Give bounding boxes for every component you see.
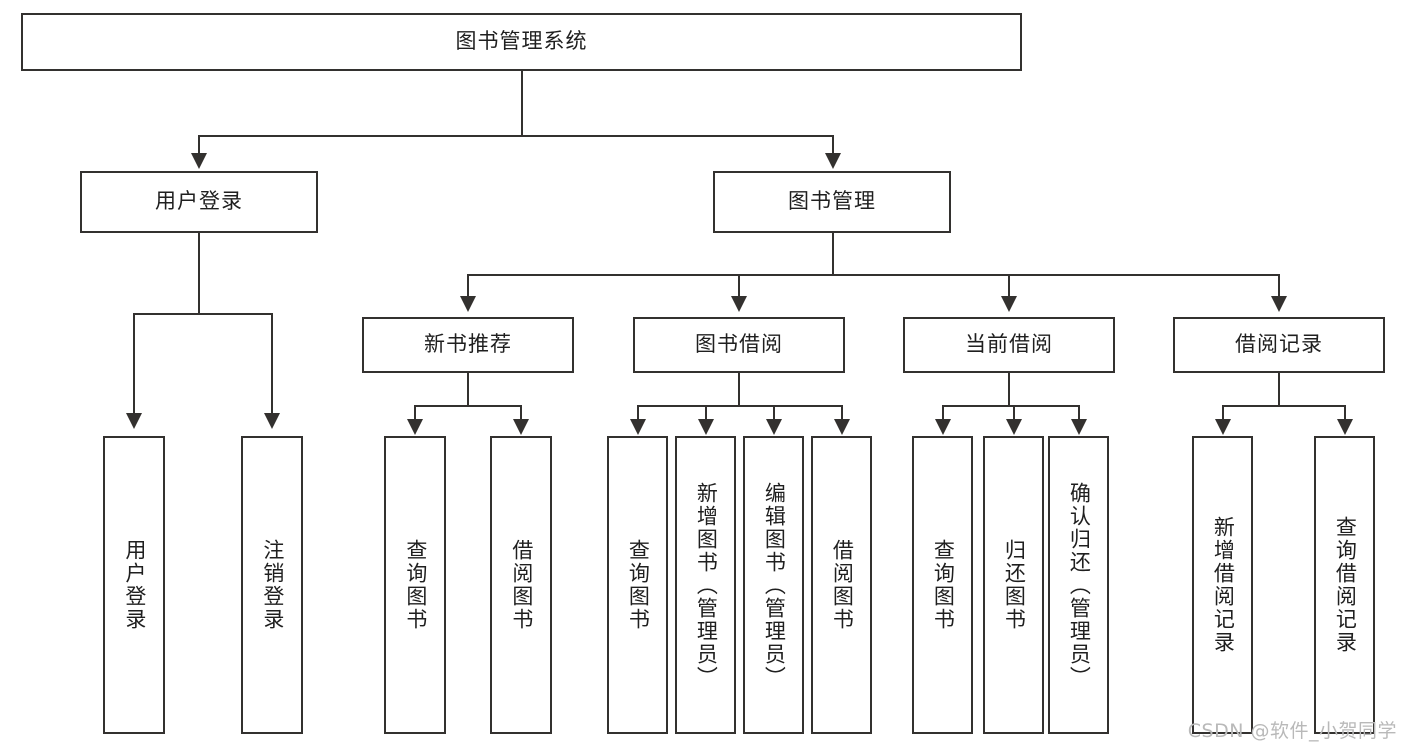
node-label: 图书借阅 (695, 332, 783, 357)
node-label: 用户登录 (122, 539, 147, 631)
node-label: 借阅图书 (830, 539, 855, 631)
connector-bm-to-book-borrow (738, 274, 740, 302)
node-label: 用户登录 (155, 189, 243, 214)
node-label: 图书管理 (788, 189, 876, 214)
node-label: 图书管理系统 (455, 29, 588, 54)
connector-current-borrow-bus (942, 405, 1078, 407)
node-label: 查询图书 (931, 539, 956, 631)
connector-root-bus (198, 135, 834, 137)
connector-book-borrow-child-4 (841, 405, 843, 425)
leaf-book-borrow-edit-book[interactable]: 编辑图书（管理员） (743, 436, 804, 734)
connector-bm-to-new-book (467, 274, 469, 302)
node-label: 查询图书 (403, 539, 428, 631)
arrow-to-book-management-icon (825, 153, 841, 169)
node-new-book-recommend[interactable]: 新书推荐 (362, 317, 574, 373)
leaf-current-borrow-confirm-return[interactable]: 确认归还（管理员） (1048, 436, 1109, 734)
connector-new-book-child-1 (414, 405, 416, 425)
arrow-to-borrow-record-icon (1271, 296, 1287, 312)
arrow-user-login-child-2-icon (264, 413, 280, 429)
connector-borrow-record-stem (1278, 373, 1280, 405)
node-label: 新增借阅记录 (1211, 516, 1236, 654)
node-label: 借阅记录 (1235, 332, 1323, 357)
node-label: 新书推荐 (424, 332, 512, 357)
node-book-borrow[interactable]: 图书借阅 (633, 317, 845, 373)
arrow-book-borrow-child-2-icon (698, 419, 714, 435)
leaf-borrow-record-add-record[interactable]: 新增借阅记录 (1192, 436, 1253, 734)
arrow-to-new-book-icon (460, 296, 476, 312)
node-label: 确认归还（管理员） (1067, 481, 1092, 689)
leaf-current-borrow-query-book[interactable]: 查询图书 (912, 436, 973, 734)
leaf-book-borrow-add-book[interactable]: 新增图书（管理员） (675, 436, 736, 734)
leaf-current-borrow-return-book[interactable]: 归还图书 (983, 436, 1044, 734)
arrow-to-current-borrow-icon (1001, 296, 1017, 312)
connector-user-login-child-1 (133, 313, 135, 419)
connector-root-stem (521, 71, 523, 135)
node-label: 借阅图书 (509, 539, 534, 631)
arrow-current-borrow-child-3-icon (1071, 419, 1087, 435)
arrow-book-borrow-child-1-icon (630, 419, 646, 435)
csdn-watermark: CSDN @软件_小贺同学 (1187, 720, 1397, 742)
arrow-to-book-borrow-icon (731, 296, 747, 312)
arrow-borrow-record-child-1-icon (1215, 419, 1231, 435)
node-root-book-management-system[interactable]: 图书管理系统 (21, 13, 1022, 71)
connector-book-management-stem (832, 233, 834, 274)
node-user-login[interactable]: 用户登录 (80, 171, 318, 233)
connector-borrow-record-bus (1222, 405, 1344, 407)
connector-current-borrow-child-2 (1013, 405, 1015, 425)
arrow-borrow-record-child-2-icon (1337, 419, 1353, 435)
node-label: 编辑图书（管理员） (762, 481, 787, 689)
arrow-book-borrow-child-3-icon (766, 419, 782, 435)
node-label: 新增图书（管理员） (694, 481, 719, 689)
node-current-borrow[interactable]: 当前借阅 (903, 317, 1115, 373)
connector-new-book-bus (414, 405, 522, 407)
arrow-current-borrow-child-2-icon (1006, 419, 1022, 435)
connector-user-login-child-2 (271, 313, 273, 419)
connector-new-book-child-2 (520, 405, 522, 425)
leaf-user-login-login[interactable]: 用户登录 (103, 436, 165, 734)
node-borrow-record[interactable]: 借阅记录 (1173, 317, 1385, 373)
connector-book-borrow-bus (637, 405, 843, 407)
arrow-to-user-login-icon (191, 153, 207, 169)
leaf-book-borrow-borrow-book[interactable]: 借阅图书 (811, 436, 872, 734)
connector-borrow-record-child-2 (1344, 405, 1346, 425)
connector-user-login-stem (198, 233, 200, 313)
connector-current-borrow-child-1 (942, 405, 944, 425)
connector-book-borrow-child-2 (705, 405, 707, 425)
node-label: 查询借阅记录 (1333, 516, 1358, 654)
node-label: 归还图书 (1002, 539, 1027, 631)
connector-bm-to-current-borrow (1008, 274, 1010, 302)
connector-user-login-bus (133, 313, 271, 315)
node-label: 当前借阅 (965, 332, 1053, 357)
leaf-book-borrow-query-book[interactable]: 查询图书 (607, 436, 668, 734)
connector-current-borrow-stem (1008, 373, 1010, 405)
connector-root-to-user-login (198, 135, 200, 159)
arrow-current-borrow-child-1-icon (935, 419, 951, 435)
connector-new-book-stem (467, 373, 469, 405)
node-label: 查询图书 (626, 539, 651, 631)
node-book-management[interactable]: 图书管理 (713, 171, 951, 233)
arrow-new-book-child-2-icon (513, 419, 529, 435)
leaf-new-book-borrow-book[interactable]: 借阅图书 (490, 436, 552, 734)
connector-bm-to-borrow-record (1278, 274, 1280, 302)
arrow-book-borrow-child-4-icon (834, 419, 850, 435)
leaf-borrow-record-query-record[interactable]: 查询借阅记录 (1314, 436, 1375, 734)
connector-book-borrow-stem (738, 373, 740, 405)
connector-borrow-record-child-1 (1222, 405, 1224, 425)
arrow-new-book-child-1-icon (407, 419, 423, 435)
connector-book-borrow-child-1 (637, 405, 639, 425)
connector-book-borrow-child-3 (773, 405, 775, 425)
connector-root-to-book-management (832, 135, 834, 159)
connector-current-borrow-child-3 (1078, 405, 1080, 425)
leaf-new-book-query-book[interactable]: 查询图书 (384, 436, 446, 734)
arrow-user-login-child-1-icon (126, 413, 142, 429)
leaf-user-login-logout[interactable]: 注销登录 (241, 436, 303, 734)
connector-book-management-bus (467, 274, 1278, 276)
node-label: 注销登录 (260, 539, 285, 631)
